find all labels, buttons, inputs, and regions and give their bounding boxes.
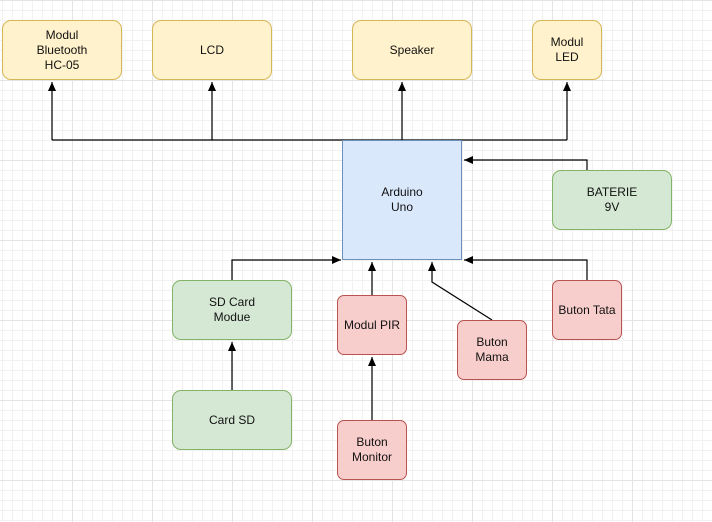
edge-sdcard-arduino: [231, 256, 341, 280]
node-baterie[interactable]: BATERIE 9V: [552, 170, 672, 230]
node-buton-mama[interactable]: Buton Mama: [457, 320, 527, 380]
node-bluetooth[interactable]: Modul Bluetooth HC-05: [2, 20, 122, 80]
node-lcd[interactable]: LCD: [152, 20, 272, 80]
edge-tata-arduino: [464, 256, 588, 280]
edge-baterie-arduino: [464, 156, 588, 170]
node-led[interactable]: Modul LED: [532, 20, 602, 80]
node-arduino[interactable]: Arduino Uno: [342, 140, 462, 260]
node-speaker[interactable]: Speaker: [352, 20, 472, 80]
node-card-sd[interactable]: Card SD: [172, 390, 292, 450]
node-buton-tata[interactable]: Buton Tata: [552, 280, 622, 340]
edge-mama-arduino: [428, 262, 493, 321]
node-sdcard-module[interactable]: SD Card Modue: [172, 280, 292, 340]
node-buton-monitor[interactable]: Buton Monitor: [337, 420, 407, 480]
node-pir[interactable]: Modul PIR: [337, 295, 407, 355]
